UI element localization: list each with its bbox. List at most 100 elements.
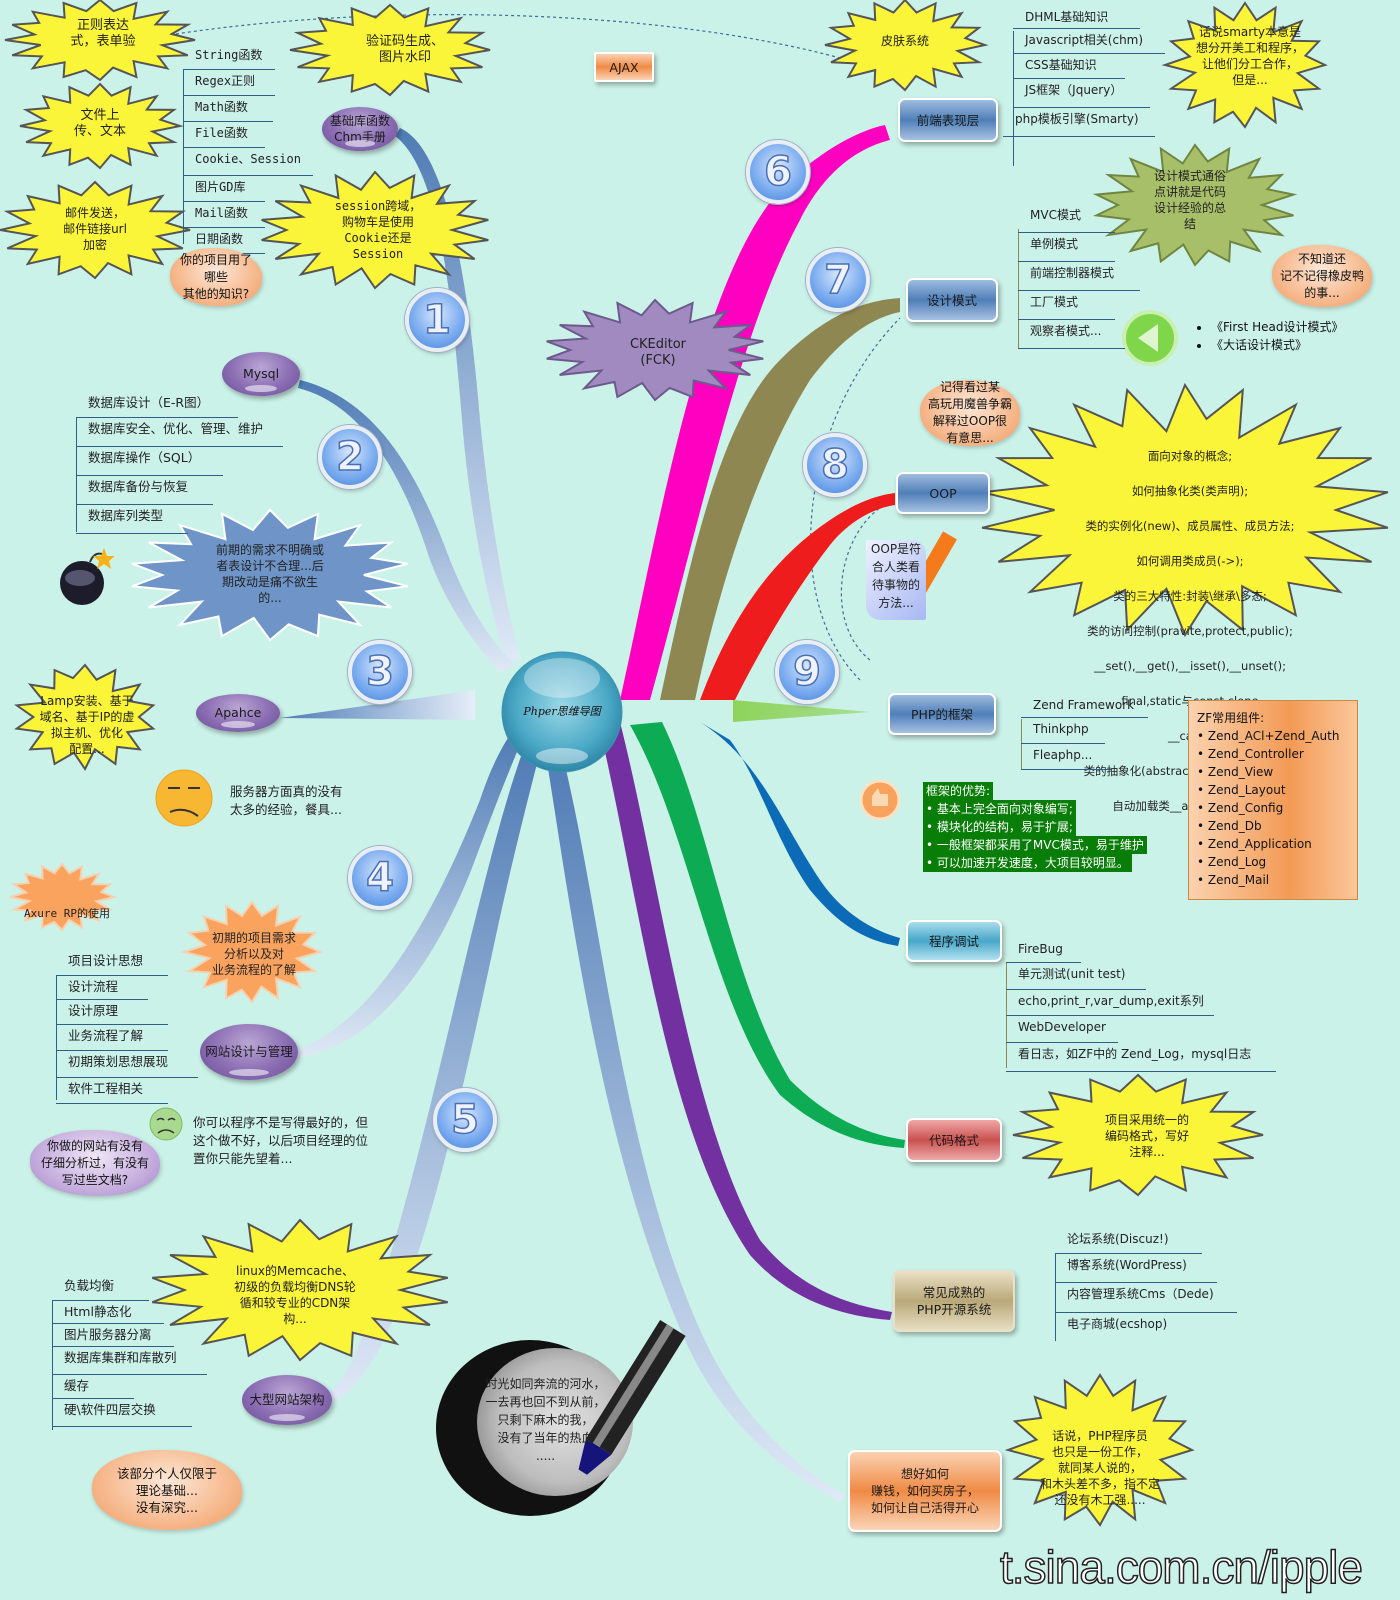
burst-career: 话说，PHP程序员 也只是一份工作， 就同某人说的， 和木头差不多，指不定 还没… bbox=[1039, 1429, 1160, 1507]
cloud-other-knowledge: 你的项目用了 哪些 其他的知识? bbox=[170, 248, 262, 306]
list-item[interactable]: 单元测试(unit test) bbox=[1006, 963, 1146, 990]
list-item[interactable]: 初期策划思想展现 bbox=[56, 1051, 198, 1078]
burst-axure: Axure RP的使用 bbox=[24, 907, 110, 920]
zf-components-box: ZF常用组件: • Zend_ACl+Zend_Auth • Zend_Cont… bbox=[1188, 700, 1358, 900]
book-item[interactable]: 《First Head设计模式》 bbox=[1211, 318, 1343, 336]
branch-ribbon-9 bbox=[733, 700, 870, 722]
paper-oop-text: OOP是符 合人类看 待事物的 方法... bbox=[870, 542, 922, 610]
list-item[interactable]: 博客系统(WordPress) bbox=[1055, 1254, 1217, 1283]
branch-ribbon-5 bbox=[324, 745, 540, 1404]
node-oop[interactable]: OOP bbox=[896, 472, 990, 514]
list-item[interactable]: Zend Framework bbox=[1021, 694, 1148, 718]
burst-captcha-shape bbox=[289, 3, 491, 97]
burst-ckeditor-shape bbox=[546, 298, 764, 402]
branch-ribbon-debug bbox=[700, 722, 900, 946]
branch-number-9: 9 bbox=[775, 640, 839, 704]
list-item[interactable]: 论坛系统(Discuz!) bbox=[1055, 1228, 1202, 1254]
list-item[interactable]: WebDeveloper bbox=[1006, 1016, 1118, 1043]
list-item[interactable]: 数据库设计（E-R图） bbox=[76, 392, 238, 418]
framework-advantages: 框架的优势: • 基本上完全面向对象编写; • 模块化的结构，易于扩展; • 一… bbox=[923, 782, 1147, 872]
list-item[interactable]: String函数 bbox=[195, 48, 263, 62]
list-item[interactable]: MVC模式 bbox=[1018, 204, 1115, 233]
list-item[interactable]: 数据库安全、优化、管理、维护 bbox=[76, 418, 283, 447]
list-item[interactable]: 设计流程 bbox=[56, 976, 148, 1000]
burst-lamp: Lamp安装、基于 域名、基于IP的虚 拟主机、优化 配置... bbox=[39, 694, 135, 756]
node-debugging[interactable]: 程序调试 bbox=[906, 920, 1002, 962]
oop-concept: 类的访问控制(pravite,protect,public); bbox=[1087, 623, 1293, 638]
list-item[interactable]: DHML基础知识 bbox=[1013, 6, 1140, 29]
burst-ckeditor: CKEditor (FCK) bbox=[629, 337, 687, 368]
cloud-warcraft: 记得看过某 高玩用魔兽争霸 解释过OOP很 有意思... bbox=[920, 380, 1020, 446]
list-item[interactable]: 看日志，如ZF中的 Zend_Log，mysql日志 bbox=[1006, 1043, 1276, 1072]
list-item[interactable]: CSS基础知识 bbox=[1013, 54, 1125, 79]
node-php-frameworks[interactable]: PHP的框架 bbox=[888, 693, 996, 735]
node-code-style[interactable]: 代码格式 bbox=[906, 1118, 1002, 1162]
list-design-patterns: MVC模式 单例模式 前端控制器模式 工厂模式 观察者模式... bbox=[1018, 204, 1148, 349]
branch-ribbon-6 bbox=[620, 125, 890, 700]
list-item[interactable]: 软件工程相关 bbox=[56, 1078, 168, 1104]
node-apache[interactable]: Apahce bbox=[196, 694, 280, 732]
list-large-site: 负载均衡 Html静态化 图片服务器分离 数据库集群和库散列 缓存 硬\软件四层… bbox=[52, 1275, 207, 1430]
list-item[interactable]: 负载均衡 bbox=[52, 1275, 149, 1301]
node-mysql[interactable]: Mysql bbox=[222, 352, 300, 396]
list-item[interactable]: 设计原理 bbox=[56, 1000, 168, 1025]
list-item[interactable]: 工厂模式 bbox=[1018, 291, 1115, 320]
zf-component: • Zend_Controller bbox=[1197, 747, 1304, 761]
branch-ribbon-1 bbox=[395, 128, 520, 660]
center-node-title[interactable]: Phper思维导图 bbox=[523, 705, 601, 718]
advantage-item: • 可以加速开发速度，大项目较明显。 bbox=[923, 854, 1132, 872]
branch-number-3: 3 bbox=[348, 640, 412, 704]
advantage-item: • 模块化的结构，易于扩展; bbox=[923, 818, 1076, 836]
list-item[interactable]: 业务流程了解 bbox=[56, 1025, 168, 1051]
callout-ajax[interactable]: AJAX bbox=[594, 52, 654, 82]
list-item[interactable]: 图片GD库 bbox=[183, 176, 265, 202]
list-item[interactable]: Fleaphp... bbox=[1021, 744, 1111, 770]
list-item[interactable]: 数据库操作（SQL） bbox=[76, 447, 223, 476]
node-open-source[interactable]: 常见成熟的 PHP开源系统 bbox=[893, 1270, 1015, 1332]
list-item[interactable]: Thinkphp bbox=[1021, 718, 1105, 744]
list-item[interactable]: Html静态化 bbox=[52, 1301, 164, 1324]
burst-requirements-shape bbox=[180, 900, 323, 1004]
list-item[interactable]: Regex正则 bbox=[183, 69, 275, 96]
list-item[interactable]: 单例模式 bbox=[1018, 233, 1115, 262]
list-item[interactable]: 前端控制器模式 bbox=[1018, 262, 1140, 291]
list-item[interactable]: 缓存 bbox=[52, 1375, 134, 1399]
list-item[interactable]: 数据库列类型 bbox=[76, 505, 188, 534]
advantage-text: 基本上完全面向对象编写; bbox=[936, 802, 1073, 816]
branch-ribbon-4 bbox=[296, 735, 520, 1058]
list-item[interactable]: Javascript相关(chm) bbox=[1013, 29, 1165, 54]
node-site-design[interactable]: 网站设计与管理 bbox=[200, 1024, 298, 1080]
node-large-site[interactable]: 大型网站架构 bbox=[242, 1375, 332, 1425]
burst-career-shape bbox=[1004, 1373, 1195, 1527]
list-item[interactable]: echo,print_r,var_dump,exit系列 bbox=[1006, 990, 1214, 1016]
book-item[interactable]: 《大话设计模式》 bbox=[1211, 336, 1343, 354]
advantage-item: • 基本上完全面向对象编写; bbox=[923, 800, 1076, 818]
node-basic-functions[interactable]: 基础库函数 Chm手册 bbox=[322, 107, 398, 151]
list-item[interactable]: 项目设计思想 bbox=[56, 950, 168, 976]
branch-ribbon-opensource bbox=[600, 722, 892, 1320]
zf-title: ZF常用组件: bbox=[1197, 711, 1265, 725]
branch-ribbon-money bbox=[545, 745, 845, 1502]
list-item[interactable]: 数据库集群和库散列 bbox=[52, 1347, 207, 1375]
burst-mail: 邮件发送， 邮件链接url 加密 bbox=[63, 206, 127, 252]
list-item[interactable]: Math函数 bbox=[183, 96, 273, 122]
list-item[interactable]: Mail函数 bbox=[183, 202, 265, 228]
node-design-patterns[interactable]: 设计模式 bbox=[906, 278, 998, 322]
list-item[interactable]: FireBug bbox=[1006, 938, 1081, 963]
zf-component: • Zend_Db bbox=[1197, 819, 1262, 833]
list-item[interactable]: File函数 bbox=[183, 122, 265, 148]
list-item[interactable]: 图片服务器分离 bbox=[52, 1324, 174, 1347]
list-item[interactable]: 数据库备份与恢复 bbox=[76, 476, 213, 505]
node-frontend[interactable]: 前端表现层 bbox=[898, 98, 998, 142]
list-item[interactable]: 观察者模式... bbox=[1018, 320, 1125, 349]
list-item[interactable]: JS框架（Jquery） bbox=[1013, 79, 1150, 108]
list-item[interactable]: php模板引擎(Smarty) bbox=[1003, 108, 1155, 137]
list-item[interactable]: 硬\软件四层交换 bbox=[52, 1399, 192, 1427]
list-item[interactable]: 内容管理系统Cms（Dede) bbox=[1055, 1283, 1237, 1313]
oop-concept: __set(),__get(),__isset(),__unset(); bbox=[1093, 658, 1287, 673]
node-career[interactable]: 想好如何 赚钱，如何买房子， 如何让自己活得开心 bbox=[848, 1450, 1002, 1532]
list-item[interactable]: 电子商城(ecshop) bbox=[1067, 1317, 1168, 1331]
burst-file-upload-shape bbox=[19, 82, 184, 170]
list-item[interactable]: Cookie、Session bbox=[183, 148, 313, 176]
